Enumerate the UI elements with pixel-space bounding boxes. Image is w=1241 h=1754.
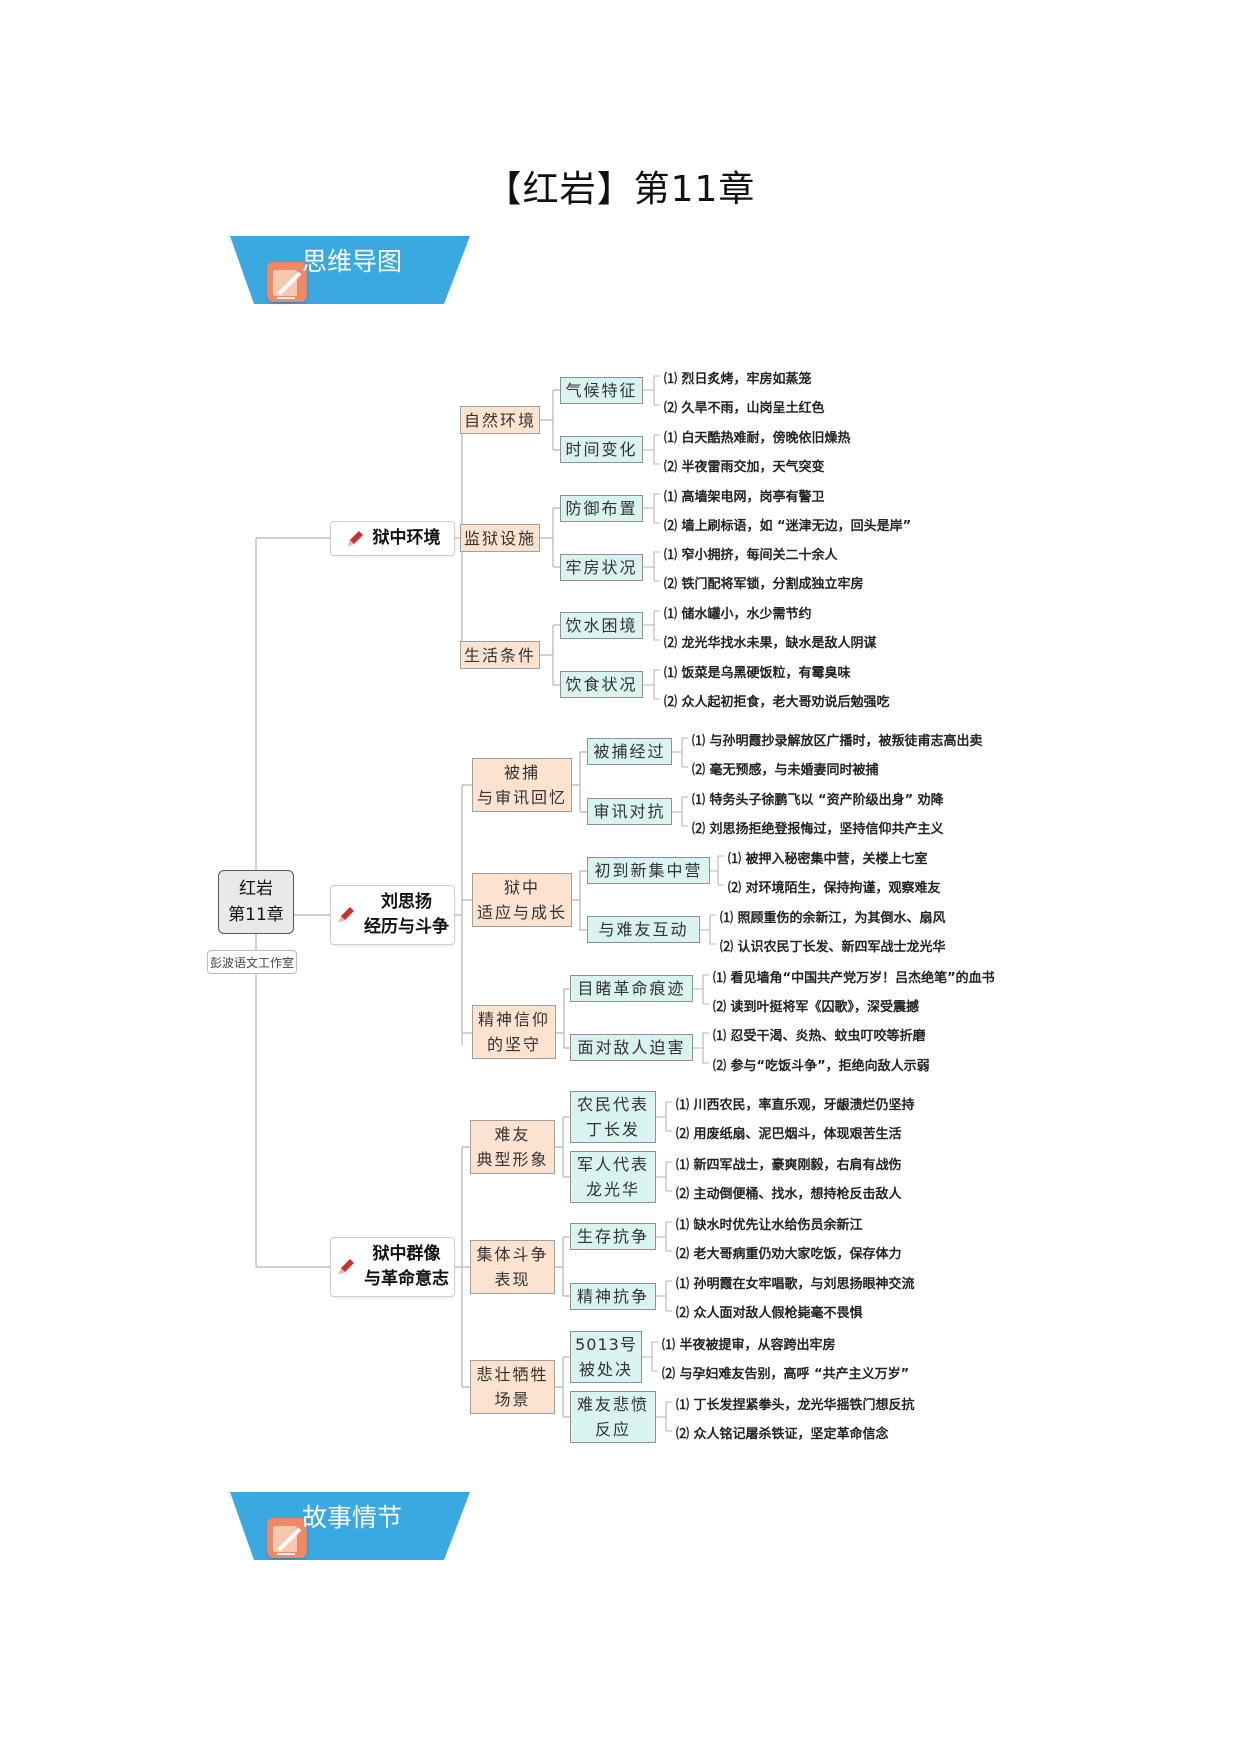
leaf: ⑴ 川西农民，率直乐观，牙龈溃烂仍坚持 [676, 1098, 915, 1113]
pencil-note-icon [267, 1518, 307, 1558]
topic-prison-facilities: 监狱设施 [460, 524, 540, 552]
topic-tragic-sacrifice: 悲壮牺牲场景 [470, 1360, 555, 1414]
sub-food: 饮食状况 [560, 671, 643, 698]
leaf: ⑴ 被押入秘密集中营，关楼上七室 [728, 852, 928, 867]
banner-title: 故事情节 [302, 1503, 403, 1532]
sub-inmate-interaction: 与难友互动 [587, 916, 700, 943]
sub-farmer: 农民代表丁长发 [570, 1091, 656, 1143]
branch-prison-environment: 狱中环境 [330, 521, 455, 556]
leaf: ⑵ 主动倒便桶、找水，想持枪反击敌人 [676, 1187, 902, 1202]
leaf: ⑵ 墙上刷标语，如 “迷津无边，回头是岸” [664, 519, 912, 534]
topic-arrest-interrogation: 被捕与审讯回忆 [472, 758, 572, 812]
leaf: ⑵ 用废纸扇、泥巴烟斗，体现艰苦生活 [676, 1127, 902, 1142]
leaf: ⑴ 孙明霞在女牢唱歌，与刘思扬眼神交流 [676, 1277, 915, 1292]
leaf: ⑵ 铁门配将军锁，分割成独立牢房 [664, 577, 864, 592]
branch-liu-siyang: 刘思扬 经历与斗争 [330, 885, 455, 945]
banner-title: 思维导图 [302, 247, 403, 276]
pen-icon [339, 907, 354, 922]
pencil-note-icon [267, 262, 307, 302]
leaf: ⑴ 看见墙角“中国共产党万岁！吕杰绝笔”的血书 [713, 971, 995, 986]
leaf: ⑵ 老大哥病重仍劝大家吃饭，保存体力 [676, 1247, 902, 1262]
sub-soldier: 军人代表龙光华 [570, 1151, 656, 1203]
leaf: ⑵ 对环境陌生，保持拘谨，观察难友 [728, 881, 941, 896]
leaf: ⑴ 高墙架电网，岗亭有警卫 [664, 490, 825, 505]
sub-cell-condition: 牢房状况 [560, 554, 643, 581]
section-banner-mindmap: 思维导图 [230, 236, 470, 304]
leaf: ⑵ 半夜雷雨交加，天气突变 [664, 460, 825, 475]
leaf: ⑵ 毫无预感，与未婚妻同时被捕 [692, 763, 879, 778]
root-node: 红岩 第11章 [218, 870, 294, 934]
page-title: 【红岩】第11章 [485, 169, 756, 210]
sub-enemy-persecution: 面对敌人迫害 [570, 1034, 693, 1061]
sub-water: 饮水困境 [560, 612, 643, 639]
leaf: ⑵ 与孕妇难友告别，高呼 “共产主义万岁” [662, 1367, 910, 1382]
sub-interrogation: 审讯对抗 [587, 798, 672, 825]
leaf: ⑵ 众人起初拒食，老大哥劝说后勉强吃 [664, 695, 890, 710]
sub-arrival: 初到新集中营 [587, 857, 710, 884]
topic-natural-environment: 自然环境 [460, 406, 540, 434]
branch-prison-group: 狱中群像 与革命意志 [330, 1237, 455, 1297]
leaf: ⑵ 众人铭记屠杀铁证，坚定革命信念 [676, 1427, 889, 1442]
leaf: ⑴ 窄小拥挤，每间关二十余人 [664, 548, 838, 563]
section-banner-plot: 故事情节 [230, 1492, 470, 1560]
sub-time-change: 时间变化 [560, 436, 643, 463]
leaf: ⑴ 新四军战士，豪爽刚毅，右肩有战伤 [676, 1158, 902, 1173]
sub-defense: 防御布置 [560, 495, 643, 522]
topic-living-conditions: 生活条件 [460, 641, 540, 669]
leaf: ⑴ 烈日炙烤，牢房如蒸笼 [664, 372, 812, 387]
root-chapter: 第11章 [228, 905, 284, 925]
leaf: ⑵ 久旱不雨，山岗呈土红色 [664, 401, 825, 416]
leaf: ⑴ 忍受干渴、炎热、蚊虫叮咬等折磨 [713, 1029, 926, 1044]
sub-climate: 气候特征 [560, 377, 643, 404]
leaf: ⑵ 刘思扬拒绝登报悔过，坚持信仰共产主义 [692, 822, 944, 837]
sub-inmate-reaction: 难友悲愤反应 [570, 1391, 656, 1443]
leaf: ⑵ 认识农民丁长发、新四军战士龙光华 [720, 940, 946, 955]
leaf: ⑵ 众人面对敌人假枪毙毫不畏惧 [676, 1306, 863, 1321]
leaf: ⑴ 白天酷热难耐，傍晚依旧燥热 [664, 431, 851, 446]
leaf: ⑴ 缺水时优先让水给伤员余新江 [676, 1218, 863, 1233]
root-title: 红岩 [239, 879, 273, 899]
leaf: ⑵ 读到叶挺将军《囚歌》，深受震撼 [713, 1000, 920, 1015]
topic-collective-struggle: 集体斗争表现 [470, 1240, 555, 1294]
sub-5013: 5013号被处决 [570, 1331, 642, 1383]
sub-survival: 生存抗争 [570, 1223, 656, 1250]
sub-arrest: 被捕经过 [587, 738, 672, 765]
pen-icon [347, 530, 363, 546]
leaf: ⑴ 照顾重伤的余新江，为其倒水、扇风 [720, 911, 946, 926]
leaf: ⑴ 饭菜是乌黑硬饭粒，有霉臭味 [664, 666, 851, 681]
leaf: ⑵ 龙光华找水未果，缺水是敌人阴谋 [664, 636, 877, 651]
leaf: ⑴ 特务头子徐鹏飞以 “资产阶级出身” 劝降 [692, 793, 944, 808]
topic-prison-adaptation: 狱中适应与成长 [472, 873, 572, 927]
sub-spirit: 精神抗争 [570, 1283, 656, 1310]
leaf: ⑴ 与孙明霞抄录解放区广播时，被叛徒甫志高出卖 [692, 734, 983, 749]
leaf: ⑴ 储水罐小，水少需节约 [664, 607, 812, 622]
leaf: ⑴ 丁长发捏紧拳头，龙光华摇铁门想反抗 [676, 1398, 915, 1413]
topic-faith: 精神信仰的坚守 [472, 1005, 556, 1059]
leaf: ⑵ 参与“吃饭斗争”，拒绝向敌人示弱 [713, 1059, 930, 1074]
studio-label: 彭波语文工作室 [207, 950, 297, 974]
leaf: ⑴ 半夜被提审，从容跨出牢房 [662, 1338, 836, 1353]
topic-typical-figures: 难友典型形象 [470, 1120, 555, 1174]
pen-icon [339, 1259, 354, 1274]
sub-revolution-traces: 目睹革命痕迹 [570, 975, 693, 1002]
